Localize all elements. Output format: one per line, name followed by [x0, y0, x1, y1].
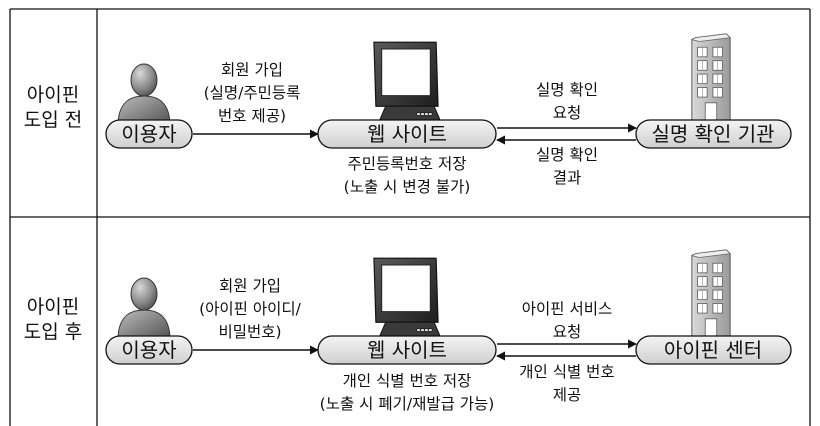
row-label-line1: 아이핀 [27, 84, 79, 106]
signup-line1: 회원 가입 [219, 277, 281, 295]
monitor-icon [373, 257, 440, 342]
table-frame [9, 8, 811, 426]
row-label-line1: 아이핀 [27, 296, 79, 318]
signup-line3: 비밀번호) [218, 323, 281, 341]
website-node: 웹 사이트 [317, 335, 497, 365]
building-icon [691, 249, 731, 337]
row-label-line2: 도입 전 [24, 109, 82, 131]
user-person-icon [117, 277, 171, 340]
monitor-icon [373, 41, 440, 126]
website-node: 웹 사이트 [317, 119, 497, 149]
row-before: 아이핀 도입 전 이용자 회원 가입 (실명/주민등록 번호 제공) 웹 사이트… [24, 33, 792, 196]
result-line1: 개인 식별 번호 [519, 363, 614, 381]
user-label: 이용자 [121, 122, 176, 146]
request-line1: 실명 확인 [536, 81, 598, 99]
store-line1: 개인 식별 번호 저장 [343, 372, 472, 390]
request-line1: 아이핀 서비스 [522, 300, 613, 318]
website-label: 웹 사이트 [367, 338, 447, 362]
user-node: 이용자 [105, 119, 193, 149]
row-after: 아이핀 도입 후 이용자 회원 가입 (아이핀 아이디/ 비밀번호) 웹 사이트… [24, 249, 792, 413]
row-label-line2: 도입 후 [24, 321, 82, 343]
org-node: 아이핀 센터 [635, 335, 792, 365]
building-icon [691, 33, 731, 121]
store-line2: (노출 시 변경 불가) [344, 178, 471, 196]
user-node: 이용자 [105, 335, 193, 365]
signup-line2: (실명/주민등록 [204, 84, 301, 102]
request-line2: 요청 [553, 323, 582, 341]
request-line2: 요청 [553, 104, 582, 122]
user-person-icon [117, 63, 171, 126]
user-label: 이용자 [121, 338, 176, 362]
signup-line1: 회원 가입 [221, 61, 283, 79]
signup-line2: (아이핀 아이디/ [199, 300, 302, 318]
org-label: 아이핀 센터 [664, 338, 762, 362]
result-line2: 결과 [553, 169, 582, 187]
signup-line3: 번호 제공) [218, 107, 286, 125]
org-node: 실명 확인 기관 [635, 119, 792, 149]
org-label: 실명 확인 기관 [651, 122, 774, 146]
result-line2: 제공 [553, 386, 582, 404]
store-line2: (노출 시 폐기/재발급 가능) [320, 395, 495, 413]
store-line1: 주민등록번호 저장 [347, 155, 466, 173]
result-line1: 실명 확인 [536, 146, 598, 164]
website-label: 웹 사이트 [367, 122, 447, 146]
